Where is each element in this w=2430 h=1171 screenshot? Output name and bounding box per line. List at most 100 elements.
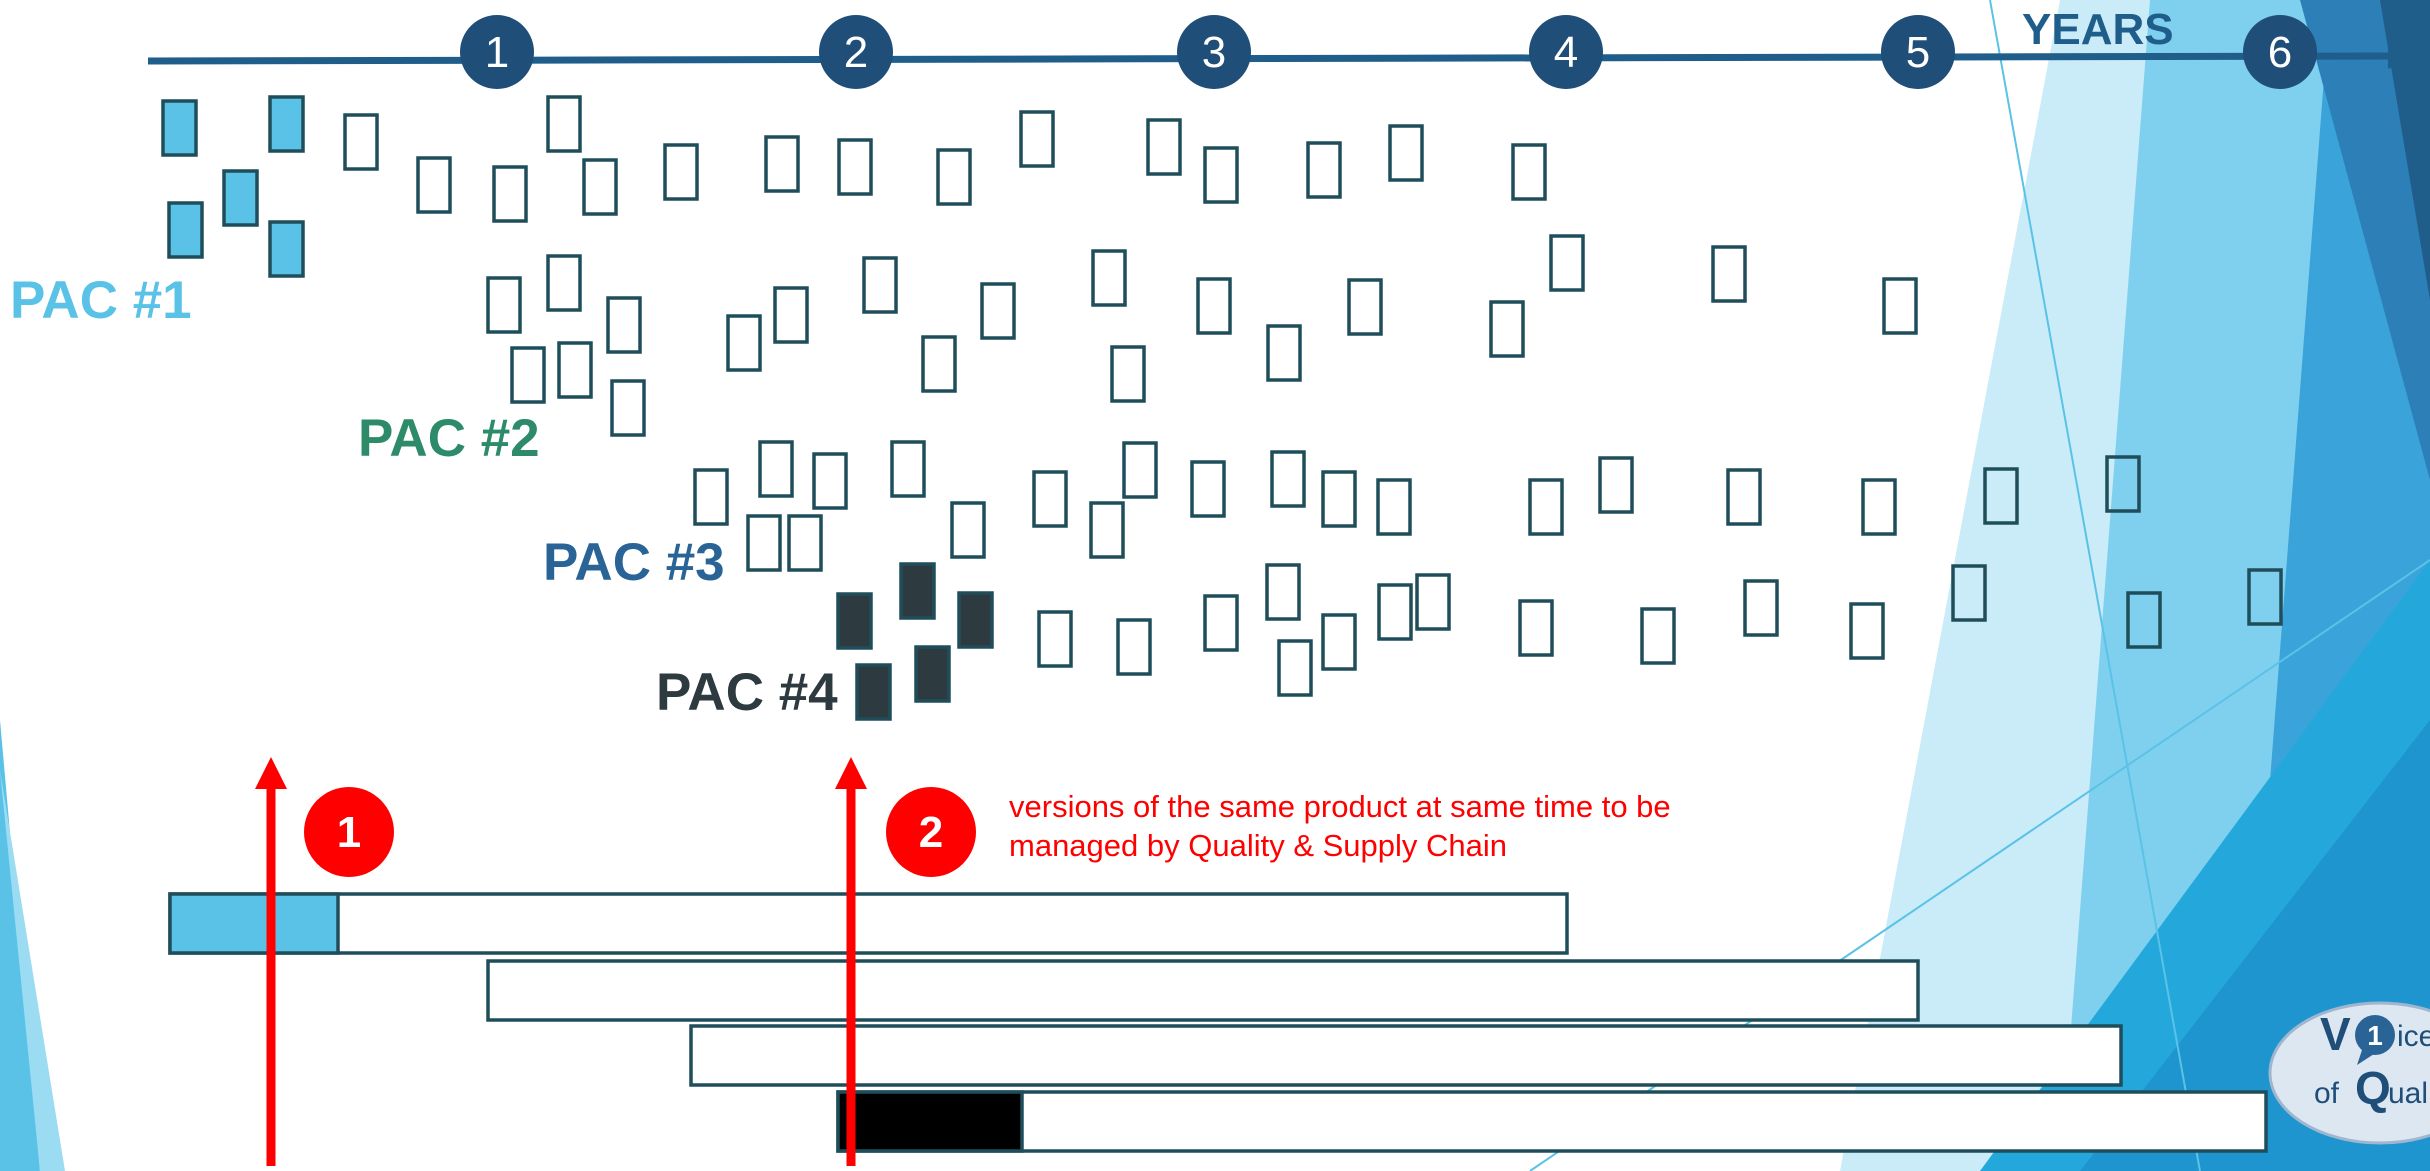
pac-3-unit xyxy=(1190,460,1226,518)
year-number: 6 xyxy=(2268,28,2292,77)
pac-4-lifecycle-bar xyxy=(836,1090,2268,1153)
lifecycle-bars xyxy=(168,892,2268,1153)
pac-2-label: PAC #2 xyxy=(358,409,540,468)
pac-3-unit xyxy=(2105,455,2141,513)
annotation-line-1: versions of the same product at same tim… xyxy=(1009,789,1671,824)
timeline-arrow-icon xyxy=(2388,43,2420,69)
pac-1-unit xyxy=(1203,146,1239,204)
logo-bubble-number: 1 xyxy=(2367,1020,2383,1051)
pac-3-unit xyxy=(693,468,729,526)
marker-badge-2: 2 xyxy=(886,787,976,877)
pac-3-unit xyxy=(1032,470,1068,528)
marker-number: 1 xyxy=(337,808,361,857)
pac-2-unit xyxy=(773,286,809,344)
pac-4-label: PAC #4 xyxy=(656,663,838,722)
year-marker-5: 5 xyxy=(1881,15,1955,89)
year-number: 2 xyxy=(844,28,868,77)
pac-1-unit xyxy=(582,158,618,216)
pac-3-units xyxy=(693,440,2141,572)
pac-2-units xyxy=(486,234,1918,437)
pac-2-unit xyxy=(606,296,642,354)
pac-3-unit xyxy=(950,501,986,559)
year-marker-1: 1 xyxy=(460,15,534,89)
year-number: 3 xyxy=(1202,28,1226,77)
pac-4-unit xyxy=(2126,591,2162,649)
pac-2-unit xyxy=(1882,277,1918,335)
pac-2-unit xyxy=(1110,345,1146,403)
pac-3-unit xyxy=(1861,478,1897,536)
pac-1-units xyxy=(161,95,1547,278)
pac-3-unit xyxy=(1726,468,1762,526)
pac-2-unit xyxy=(1347,278,1383,336)
year-marker-3: 3 xyxy=(1177,15,1251,89)
timeline: YEARS 1 2 3 4 5 6 xyxy=(147,5,2420,89)
pac-1-filled-unit xyxy=(222,169,259,227)
pac-4-unit xyxy=(1265,563,1301,621)
pac-4-filled-unit xyxy=(899,562,936,620)
logo-q: Q xyxy=(2355,1062,2391,1114)
pac-3-unit xyxy=(1270,450,1306,508)
pac-2-unit xyxy=(862,256,898,314)
pac-4-filled-unit xyxy=(914,645,951,703)
pac-3-unit xyxy=(1122,441,1158,499)
pac-1-filled-unit xyxy=(268,220,305,278)
pac-4-units xyxy=(836,562,2283,721)
pac-3-unit xyxy=(746,514,782,572)
pac-4-unit xyxy=(1640,607,1676,665)
pac-2-lifecycle-bar xyxy=(486,959,1920,1022)
pac-2-unit xyxy=(486,276,522,334)
pac-3-unit xyxy=(1089,501,1125,559)
pac-2-unit xyxy=(921,335,957,393)
logo-of: of xyxy=(2314,1077,2340,1110)
pac-4-unit xyxy=(1203,594,1239,652)
pac-3-unit xyxy=(1321,470,1357,528)
year-number: 4 xyxy=(1554,28,1578,77)
pac-1-unit xyxy=(492,165,528,223)
pac-4-unit xyxy=(1377,583,1413,641)
year-marker-4: 4 xyxy=(1529,15,1603,89)
pac-1-unit xyxy=(936,148,972,206)
pac-4-filled-unit xyxy=(855,663,892,721)
logo-ice: ice xyxy=(2397,1020,2430,1053)
pac-3-unit xyxy=(812,452,848,510)
marker-arrow-2 xyxy=(835,757,867,1166)
pac-3-unit xyxy=(1983,467,2019,525)
pac-4-unit xyxy=(1116,618,1152,676)
pac-4-unit xyxy=(1951,564,1987,622)
pac-3-unit xyxy=(787,514,823,572)
pac-2-unit xyxy=(1549,234,1585,292)
pac-1-filled-unit xyxy=(268,95,305,153)
year-number: 1 xyxy=(485,28,509,77)
pac-1-unit xyxy=(1511,143,1547,201)
pac-3-lifecycle-bar xyxy=(689,1024,2123,1087)
pac-4-active-segment xyxy=(836,1090,1024,1153)
year-marker-2: 2 xyxy=(819,15,893,89)
pac-4-unit xyxy=(1277,639,1313,697)
pac-2-unit xyxy=(1489,300,1525,358)
pac-3-unit xyxy=(890,440,926,498)
pac-2-unit xyxy=(546,254,582,312)
pac-3-label: PAC #3 xyxy=(543,533,725,592)
pac-1-active-segment xyxy=(168,892,340,955)
pac-1-unit xyxy=(837,138,873,196)
pac-1-unit xyxy=(1146,118,1182,176)
pac-1-unit xyxy=(343,113,379,171)
pac-1-filled-unit xyxy=(167,201,204,259)
pac-1-unit xyxy=(1388,124,1424,182)
pac-1-unit xyxy=(416,156,452,214)
pac-2-unit xyxy=(1091,249,1127,307)
pac-4-unit xyxy=(1415,573,1451,631)
pac-1-unit xyxy=(546,95,582,153)
pac-1-unit xyxy=(1019,110,1055,168)
pac-4-filled-unit xyxy=(836,592,873,650)
annotation-line-2: managed by Quality & Supply Chain xyxy=(1009,828,1507,863)
pac-2-unit xyxy=(510,346,546,404)
speech-bubble-icon: 1 xyxy=(2355,1015,2395,1065)
pac-4-unit xyxy=(1743,579,1779,637)
pac-2-unit xyxy=(726,314,762,372)
pac-1-unit xyxy=(1306,141,1342,199)
pac-2-unit xyxy=(557,341,593,399)
years-label: YEARS xyxy=(2022,5,2174,54)
